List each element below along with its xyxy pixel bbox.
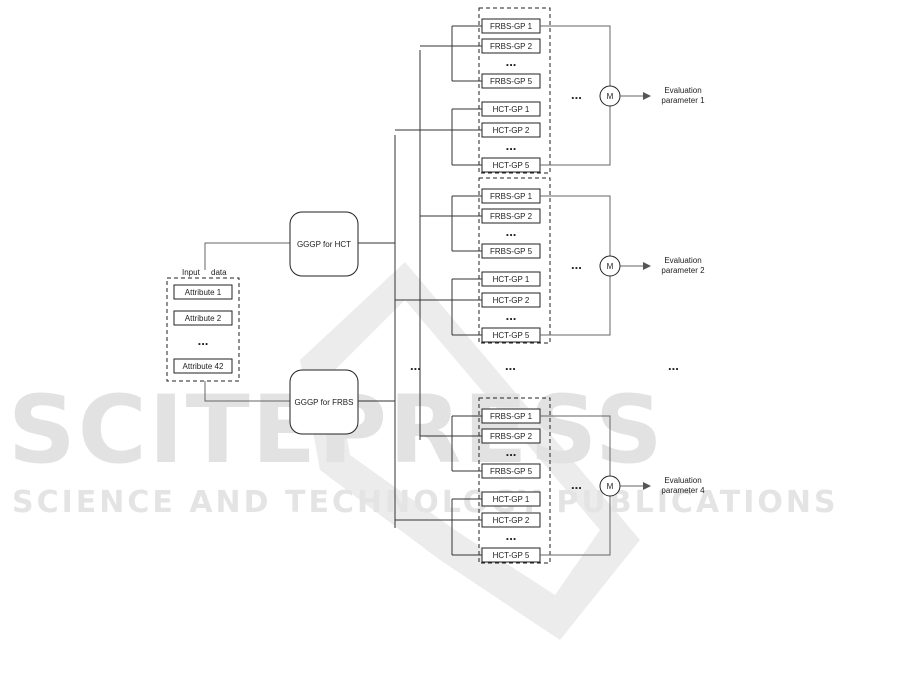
evaluation-label: Evaluation bbox=[664, 256, 701, 265]
merge-top-line bbox=[540, 415, 611, 476]
hct-gp-ellipsis: ... bbox=[506, 528, 517, 543]
hct-gp-label: HCT-GP 5 bbox=[493, 161, 530, 170]
hct-gp-ellipsis: ... bbox=[506, 138, 517, 153]
frbs-gp-label: FRBS-GP 1 bbox=[490, 22, 533, 31]
attribute-label: Attribute 2 bbox=[185, 314, 222, 323]
hct-gp-box bbox=[481, 271, 541, 287]
hct-gp-box bbox=[481, 292, 541, 308]
outputs-ellipsis: ... bbox=[668, 358, 679, 373]
input-to-frbs-connector bbox=[204, 381, 290, 402]
evaluation-parameter-label: parameter 1 bbox=[661, 96, 705, 105]
attribute-label: Attribute 1 bbox=[185, 288, 222, 297]
frbs-gp-box bbox=[481, 428, 541, 444]
gggp-hct-label: GGGP for HCT bbox=[297, 240, 351, 249]
merge-ellipsis: ... bbox=[571, 477, 582, 492]
merge-top-line bbox=[540, 25, 611, 86]
backbone-ellipsis: ... bbox=[410, 358, 421, 373]
frbs-gp-ellipsis: ... bbox=[506, 444, 517, 459]
watermark: SCITEPRESS SCIENCE AND TECHNOLOGY PUBLIC… bbox=[8, 262, 839, 640]
gp-group-dashed-box bbox=[478, 177, 551, 344]
gggp-frbs-node: GGGP for FRBS bbox=[289, 369, 359, 435]
gp-group-dashed-box bbox=[478, 7, 551, 174]
hct-gp-box bbox=[481, 122, 541, 138]
gp-group: FRBS-GP 1 FRBS-GP 2... FRBS-GP 5 HCT-GP 1 HC… bbox=[395, 397, 705, 564]
evaluation-parameter-label: parameter 4 bbox=[661, 486, 705, 495]
gp-group-dashed-box bbox=[478, 397, 551, 564]
frbs-gp-label: FRBS-GP 5 bbox=[490, 247, 533, 256]
hct-gp-box bbox=[481, 101, 541, 117]
merge-bottom-line bbox=[540, 106, 611, 166]
merge-label: M bbox=[607, 482, 614, 491]
watermark-sub: SCIENCE AND TECHNOLOGY PUBLICATIONS bbox=[12, 485, 839, 520]
hct-gp-label: HCT-GP 1 bbox=[493, 275, 530, 284]
attribute-ellipsis: ... bbox=[198, 333, 209, 348]
hct-gp-label: HCT-GP 2 bbox=[493, 516, 530, 525]
hct-gp-box bbox=[481, 491, 541, 507]
input-label: Input bbox=[182, 268, 201, 277]
data-label: data bbox=[211, 268, 227, 277]
evaluation-label: Evaluation bbox=[664, 86, 701, 95]
gp-group: FRBS-GP 1 FRBS-GP 2... FRBS-GP 5 HCT-GP 1 HC… bbox=[395, 177, 705, 344]
hct-gp-label: HCT-GP 5 bbox=[493, 551, 530, 560]
groups-ellipsis: ... bbox=[505, 358, 516, 373]
hct-gp-label: HCT-GP 1 bbox=[493, 105, 530, 114]
attribute-box bbox=[173, 310, 233, 326]
hct-gp-label: HCT-GP 2 bbox=[493, 126, 530, 135]
input-to-hct-connector bbox=[204, 242, 290, 270]
input-data-block: Input data Attribute 1 Attribute 2 ... A… bbox=[166, 268, 240, 382]
hct-gp-box bbox=[481, 512, 541, 528]
evaluation-parameter-label: parameter 2 bbox=[661, 266, 705, 275]
frbs-gp-label: FRBS-GP 5 bbox=[490, 467, 533, 476]
frbs-gp-box bbox=[481, 243, 541, 259]
attribute-box bbox=[173, 358, 233, 374]
frbs-gp-box bbox=[481, 463, 541, 479]
frbs-gp-box bbox=[481, 38, 541, 54]
watermark-swoosh bbox=[300, 262, 640, 640]
hct-gp-label: HCT-GP 1 bbox=[493, 495, 530, 504]
frbs-gp-box bbox=[481, 73, 541, 89]
merge-ellipsis: ... bbox=[571, 257, 582, 272]
frbs-gp-ellipsis: ... bbox=[506, 54, 517, 69]
input-dashed-box bbox=[166, 277, 240, 382]
hct-gp-label: HCT-GP 2 bbox=[493, 296, 530, 305]
frbs-gp-label: FRBS-GP 2 bbox=[490, 42, 533, 51]
frbs-gp-label: FRBS-GP 5 bbox=[490, 77, 533, 86]
frbs-gp-label: FRBS-GP 2 bbox=[490, 212, 533, 221]
frbs-gp-label: FRBS-GP 2 bbox=[490, 432, 533, 441]
frbs-gp-ellipsis: ... bbox=[506, 224, 517, 239]
merge-label: M bbox=[607, 262, 614, 271]
merge-bottom-line bbox=[540, 496, 611, 556]
merge-label: M bbox=[607, 92, 614, 101]
attribute-box bbox=[173, 284, 233, 300]
merge-top-line bbox=[540, 195, 611, 256]
merge-bottom-line bbox=[540, 276, 611, 336]
frbs-gp-label: FRBS-GP 1 bbox=[490, 412, 533, 421]
frbs-gp-label: FRBS-GP 1 bbox=[490, 192, 533, 201]
merge-ellipsis: ... bbox=[571, 87, 582, 102]
gp-groups: FRBS-GP 1 FRBS-GP 2... FRBS-GP 5 HCT-GP 1 HC… bbox=[395, 7, 705, 564]
hct-gp-label: HCT-GP 5 bbox=[493, 331, 530, 340]
evaluation-label: Evaluation bbox=[664, 476, 701, 485]
frbs-gp-box bbox=[481, 208, 541, 224]
hct-gp-ellipsis: ... bbox=[506, 308, 517, 323]
gggp-hct-node: GGGP for HCT bbox=[289, 211, 359, 277]
gggp-frbs-label: GGGP for FRBS bbox=[295, 398, 354, 407]
gp-group: FRBS-GP 1 FRBS-GP 2... FRBS-GP 5 HCT-GP 1 HC… bbox=[395, 7, 705, 174]
attribute-label: Attribute 42 bbox=[183, 362, 224, 371]
